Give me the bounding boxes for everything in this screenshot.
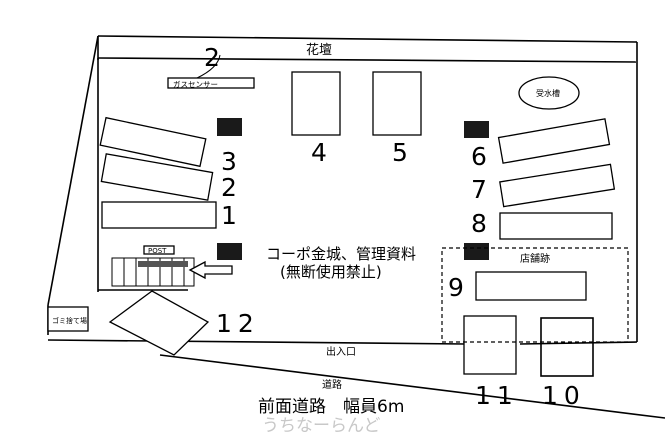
flowerbed-label: 花壇 xyxy=(306,42,332,58)
post-label: POST xyxy=(148,247,167,255)
parking-space-3 xyxy=(99,116,207,168)
space-number: 5 xyxy=(392,138,408,167)
parking-space-11 xyxy=(463,315,517,375)
callout-number: 2 xyxy=(204,43,220,72)
trash-area: ゴミ捨て場 xyxy=(47,306,89,332)
svg-text:ガスセンサー: ガスセンサー xyxy=(173,79,218,89)
road-small-label: 道路 xyxy=(322,378,342,391)
watermark: うちなーらんど xyxy=(262,416,381,436)
gas-center-sign: ガスセンサー xyxy=(167,54,255,89)
space-number: 9 xyxy=(448,273,464,302)
marker-block xyxy=(464,121,489,138)
parking-space-7 xyxy=(499,163,616,208)
space-number: 8 xyxy=(471,209,487,238)
parking-space-1 xyxy=(101,201,217,229)
space-number: 2 xyxy=(221,173,237,202)
space-number: 11 xyxy=(475,381,519,410)
svg-text:ゴミ捨て場: ゴミ捨て場 xyxy=(52,316,87,325)
space-number: 7 xyxy=(471,175,487,204)
parking-space-9 xyxy=(475,271,587,301)
parking-space-8 xyxy=(499,212,613,240)
bike-parking: POST xyxy=(111,245,195,287)
svg-text:受水槽: 受水槽 xyxy=(536,88,560,98)
parking-space-6 xyxy=(497,118,611,164)
front-road-label: 前面道路 幅員6m xyxy=(258,397,404,417)
parking-space-12 xyxy=(108,290,210,356)
site-boundary xyxy=(47,35,665,419)
management-note: コーポ金城、管理資料 xyxy=(266,245,416,263)
marker-block xyxy=(217,243,242,260)
space-number: 6 xyxy=(471,142,487,171)
space-number: 3 xyxy=(221,147,237,176)
parking-space-2 xyxy=(100,153,214,201)
marker-block xyxy=(464,243,489,260)
parking-space-10 xyxy=(540,317,594,377)
parking-space-4 xyxy=(291,71,341,136)
parking-space-5 xyxy=(372,71,422,136)
usage-note: (無断使用禁止) xyxy=(280,263,382,281)
shop-label: 店舗跡 xyxy=(520,252,550,265)
entrance-arrow xyxy=(188,260,233,280)
entrance-label: 出入口 xyxy=(326,345,356,358)
former-shop-area: 店舗跡 xyxy=(441,247,629,343)
space-number: 12 xyxy=(216,309,260,338)
marker-block xyxy=(217,118,242,136)
water-tank: 受水槽 xyxy=(518,76,580,110)
space-number: 1 xyxy=(221,201,237,230)
space-number: 4 xyxy=(311,138,327,167)
space-number: 10 xyxy=(542,381,586,410)
